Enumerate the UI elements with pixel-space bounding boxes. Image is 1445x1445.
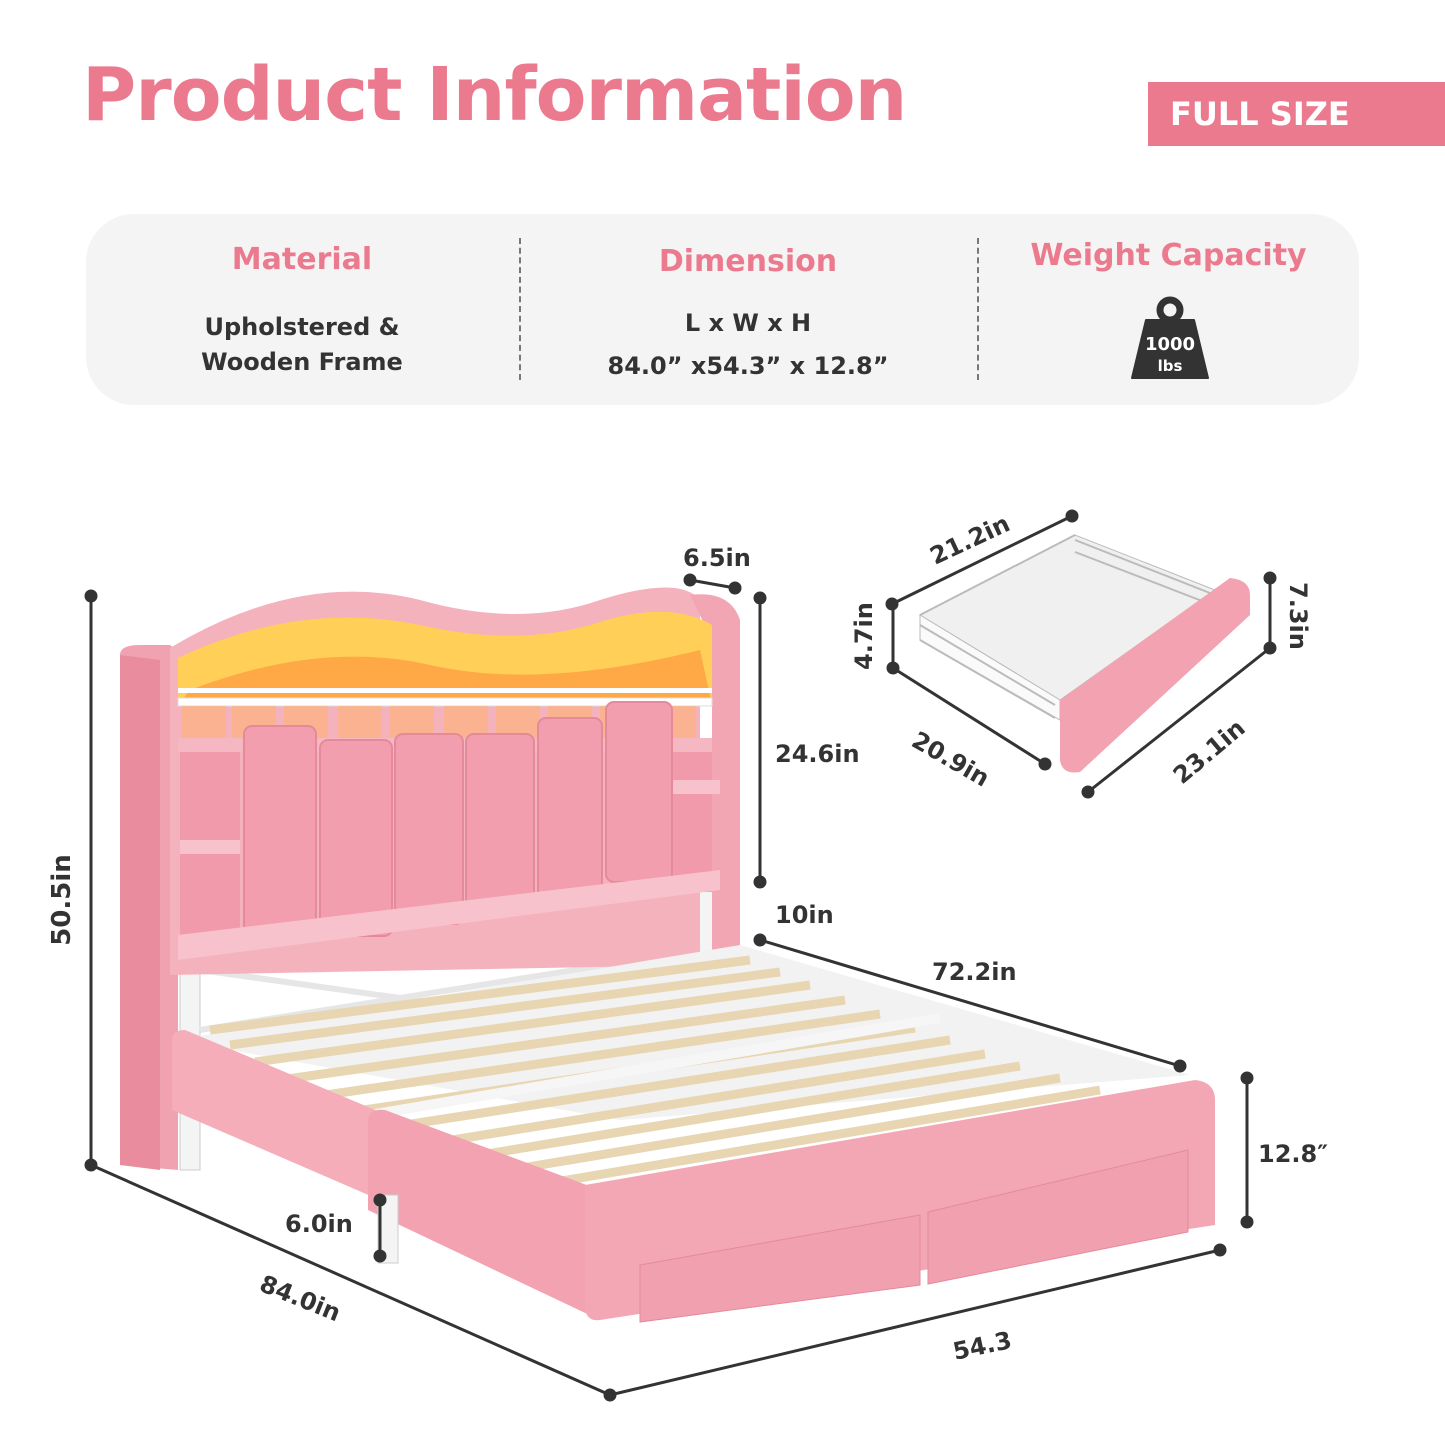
material-value: Upholstered & Wooden Frame [86,310,518,380]
material-column: Material Upholstered & Wooden Frame [86,214,518,405]
size-badge-label: FULL SIZE [1170,95,1350,133]
dimension-value: L x W x H 84.0” x54.3” x 12.8” [520,306,976,384]
dimension-lines [84,509,1277,1402]
material-line-2: Wooden Frame [201,347,403,376]
label-headboard-height: 24.6in [775,740,860,768]
dimension-formula: L x W x H [684,309,812,337]
label-headboard-gap: 10in [775,901,834,929]
material-line-1: Upholstered & [204,313,400,341]
size-badge: FULL SIZE [1148,82,1445,146]
page-title: Product Information [82,52,907,138]
weight-icon: 1000 lbs [1131,296,1209,379]
weight-unit: lbs [1158,357,1183,375]
info-panel: Material Upholstered & Wooden Frame Dime… [86,214,1359,405]
weight-amount: 1000 [1145,334,1195,355]
label-total-height: 50.5in [47,854,77,946]
bed-drawing [120,587,1215,1323]
label-width: 54.3 [950,1326,1014,1366]
label-length: 84.0in [256,1270,345,1328]
dimension-column: Dimension L x W x H 84.0” x54.3” x 12.8” [520,214,976,405]
label-rail-length: 72.2in [932,958,1017,986]
column-divider [977,238,979,380]
weight-column: Weight Capacity 1000 lbs [978,214,1359,405]
column-divider [519,238,521,380]
label-headboard-depth: 6.5in [683,544,751,572]
label-clearance: 6.0in [285,1210,353,1238]
label-drawer-depth-right: 23.1in [1168,714,1251,790]
dimension-numbers: 84.0” x54.3” x 12.8” [607,351,889,380]
label-drawer-width: 21.2in [926,509,1014,570]
material-heading: Material [231,242,373,277]
dimension-heading: Dimension [658,244,838,279]
label-drawer-height-right: 7.3in [1284,582,1312,650]
drawer-drawing [918,534,1250,773]
weight-heading: Weight Capacity [1030,238,1307,273]
label-bed-height: 12.8″ [1258,1140,1328,1168]
label-drawer-height-left: 4.7in [850,602,878,670]
label-drawer-depth-left: 20.9in [907,726,994,793]
